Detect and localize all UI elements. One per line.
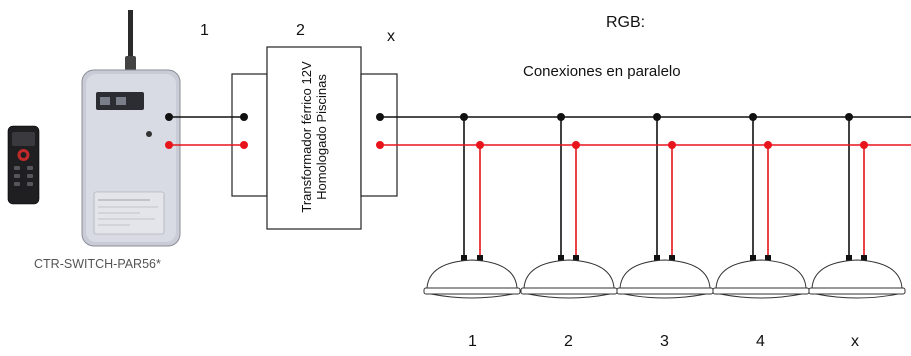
black-junction-dots (165, 113, 853, 121)
lamp-2-icon (520, 255, 618, 299)
lamp-label-x: x (851, 333, 859, 350)
lamp-label-1: 1 (468, 333, 477, 350)
controller-model-label: CTR-SWITCH-PAR56* (34, 257, 161, 271)
stage-number-x: x (387, 28, 395, 45)
transformer-label-line2: Homologado Piscinas (314, 74, 329, 200)
stage-number-1: 1 (200, 22, 209, 39)
junction-box-1 (231, 73, 268, 197)
black-wire (169, 116, 911, 258)
red-wire (169, 144, 911, 258)
subtitle: Conexiones en paralelo (523, 63, 681, 80)
lamp-3-icon (616, 255, 714, 299)
lamp-x-icon (808, 255, 906, 299)
rgb-label: RGB: (606, 14, 646, 31)
transformer-label-line1: Transformador férrico 12V (299, 61, 314, 213)
remote-control-icon (7, 125, 40, 205)
red-junction-dots (165, 141, 868, 149)
lamp-4-icon (712, 255, 810, 299)
transformer-label: Transformador férrico 12V Homologado Pis… (299, 47, 329, 227)
lamp-1-icon (423, 255, 521, 299)
controller-box-icon (81, 10, 181, 247)
stage-number-2: 2 (296, 22, 305, 39)
lamp-label-4: 4 (756, 333, 765, 350)
junction-box-2 (360, 73, 398, 197)
lamp-label-2: 2 (564, 333, 573, 350)
lamp-label-3: 3 (660, 333, 669, 350)
